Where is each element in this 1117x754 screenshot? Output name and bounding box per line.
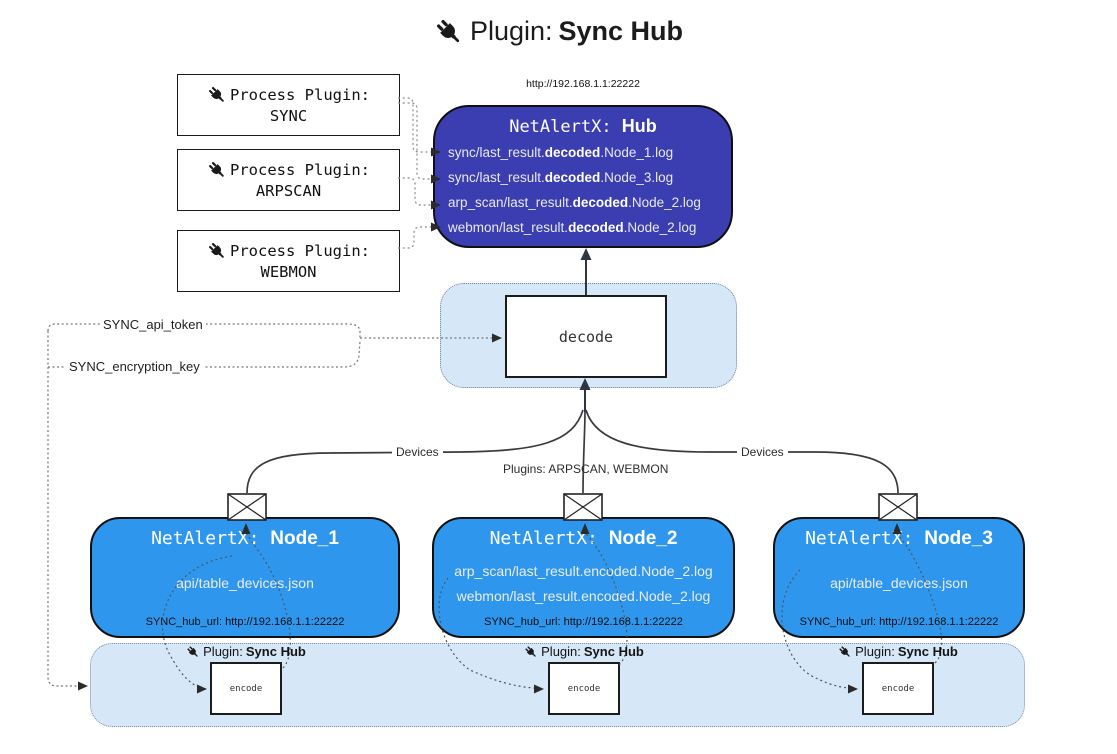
encode-box: encode — [862, 662, 934, 715]
plug-icon — [838, 645, 852, 659]
encode-label: encode — [229, 683, 263, 694]
node-line: webmon/last_result.encoded.Node_2.log — [456, 587, 711, 604]
process-plugin-name: SYNC — [269, 107, 308, 125]
edge-label-devices-right: Devices — [737, 445, 788, 459]
decode-box: decode — [505, 295, 667, 378]
decode-label: decode — [558, 327, 614, 346]
node-lines: arp_scan/last_result.encoded.Node_2.log … — [454, 550, 712, 616]
page-title: Plugin: Sync Hub — [0, 16, 1117, 47]
encode-box: encode — [548, 662, 620, 715]
node-lines: api/table_devices.json — [830, 550, 968, 616]
envelope-icon — [563, 493, 603, 521]
plug-icon — [207, 85, 227, 105]
hub-log-line: sync/last_result.decoded.Node_1.log — [448, 145, 674, 160]
title-name: Sync Hub — [558, 16, 684, 46]
node-title: NetAlertX: Node_2 — [489, 528, 678, 549]
node-title: NetAlertX: Node_3 — [805, 528, 993, 549]
encoder-plugin-label: Plugin: Sync Hub — [519, 644, 649, 659]
process-plugin-name: WEBMON — [260, 263, 317, 281]
encoder-plugin-label: Plugin: Sync Hub — [181, 644, 311, 659]
hub-log-line: sync/last_result.decoded.Node_3.log — [448, 170, 674, 185]
hub-log-list: sync/last_result.decoded.Node_1.log sync… — [435, 140, 731, 240]
hub-title-prefix: NetAlertX: — [509, 117, 622, 137]
hub-log-line: arp_scan/last_result.decoded.Node_2.log — [448, 195, 701, 210]
node-1-box: NetAlertX: Node_1 api/table_devices.json… — [90, 517, 400, 638]
encode-box: encode — [210, 662, 282, 715]
node-line: api/table_devices.json — [830, 575, 968, 591]
plug-icon — [207, 241, 227, 261]
plug-icon — [434, 17, 464, 47]
node-2-box: NetAlertX: Node_2 arp_scan/last_result.e… — [432, 517, 735, 638]
envelope-icon — [227, 493, 267, 521]
node-hub-url: SYNC_hub_url: http://192.168.1.1:22222 — [484, 616, 683, 628]
node-line: arp_scan/last_result.encoded.Node_2.log — [454, 562, 713, 579]
edge-label-plugins: Plugins: ARPSCAN, WEBMON — [503, 462, 669, 476]
hub-url-label: http://192.168.1.1:22222 — [526, 78, 640, 90]
process-plugin-sync-box: Process Plugin: SYNC — [177, 74, 400, 136]
plug-icon — [524, 645, 538, 659]
hub-log-line: webmon/last_result.decoded.Node_2.log — [448, 220, 697, 235]
envelope-icon — [878, 493, 918, 521]
plug-icon — [207, 160, 227, 180]
hub-title-name: Hub — [621, 116, 657, 136]
edge-label-devices-left: Devices — [392, 445, 443, 459]
encode-label: encode — [567, 683, 601, 694]
sync-api-token-label: SYNC_api_token — [100, 317, 206, 332]
node-lines: api/table_devices.json — [176, 550, 314, 616]
process-plugin-name: ARPSCAN — [255, 182, 322, 200]
title-prefix: Plugin: — [469, 16, 553, 46]
sync-encryption-key-label: SYNC_encryption_key — [66, 359, 203, 374]
node-hub-url: SYNC_hub_url: http://192.168.1.1:22222 — [799, 616, 999, 628]
process-plugin-arpscan-box: Process Plugin: ARPSCAN — [177, 149, 400, 211]
hub-title: NetAlertX: Hub — [435, 116, 731, 137]
hub-box: NetAlertX: Hub sync/last_result.decoded.… — [433, 105, 733, 248]
node-title: NetAlertX: Node_1 — [151, 528, 339, 549]
process-plugin-webmon-box: Process Plugin: WEBMON — [177, 230, 400, 292]
process-plugin-label: Process Plugin: — [230, 242, 370, 260]
encode-label: encode — [881, 683, 915, 694]
node-3-box: NetAlertX: Node_3 api/table_devices.json… — [773, 517, 1025, 638]
process-plugin-label: Process Plugin: — [230, 161, 370, 179]
node-line: api/table_devices.json — [176, 575, 314, 591]
plug-icon — [186, 645, 200, 659]
node-hub-url: SYNC_hub_url: http://192.168.1.1:22222 — [145, 616, 345, 628]
encoder-plugin-label: Plugin: Sync Hub — [833, 644, 963, 659]
process-plugin-label: Process Plugin: — [230, 86, 370, 104]
